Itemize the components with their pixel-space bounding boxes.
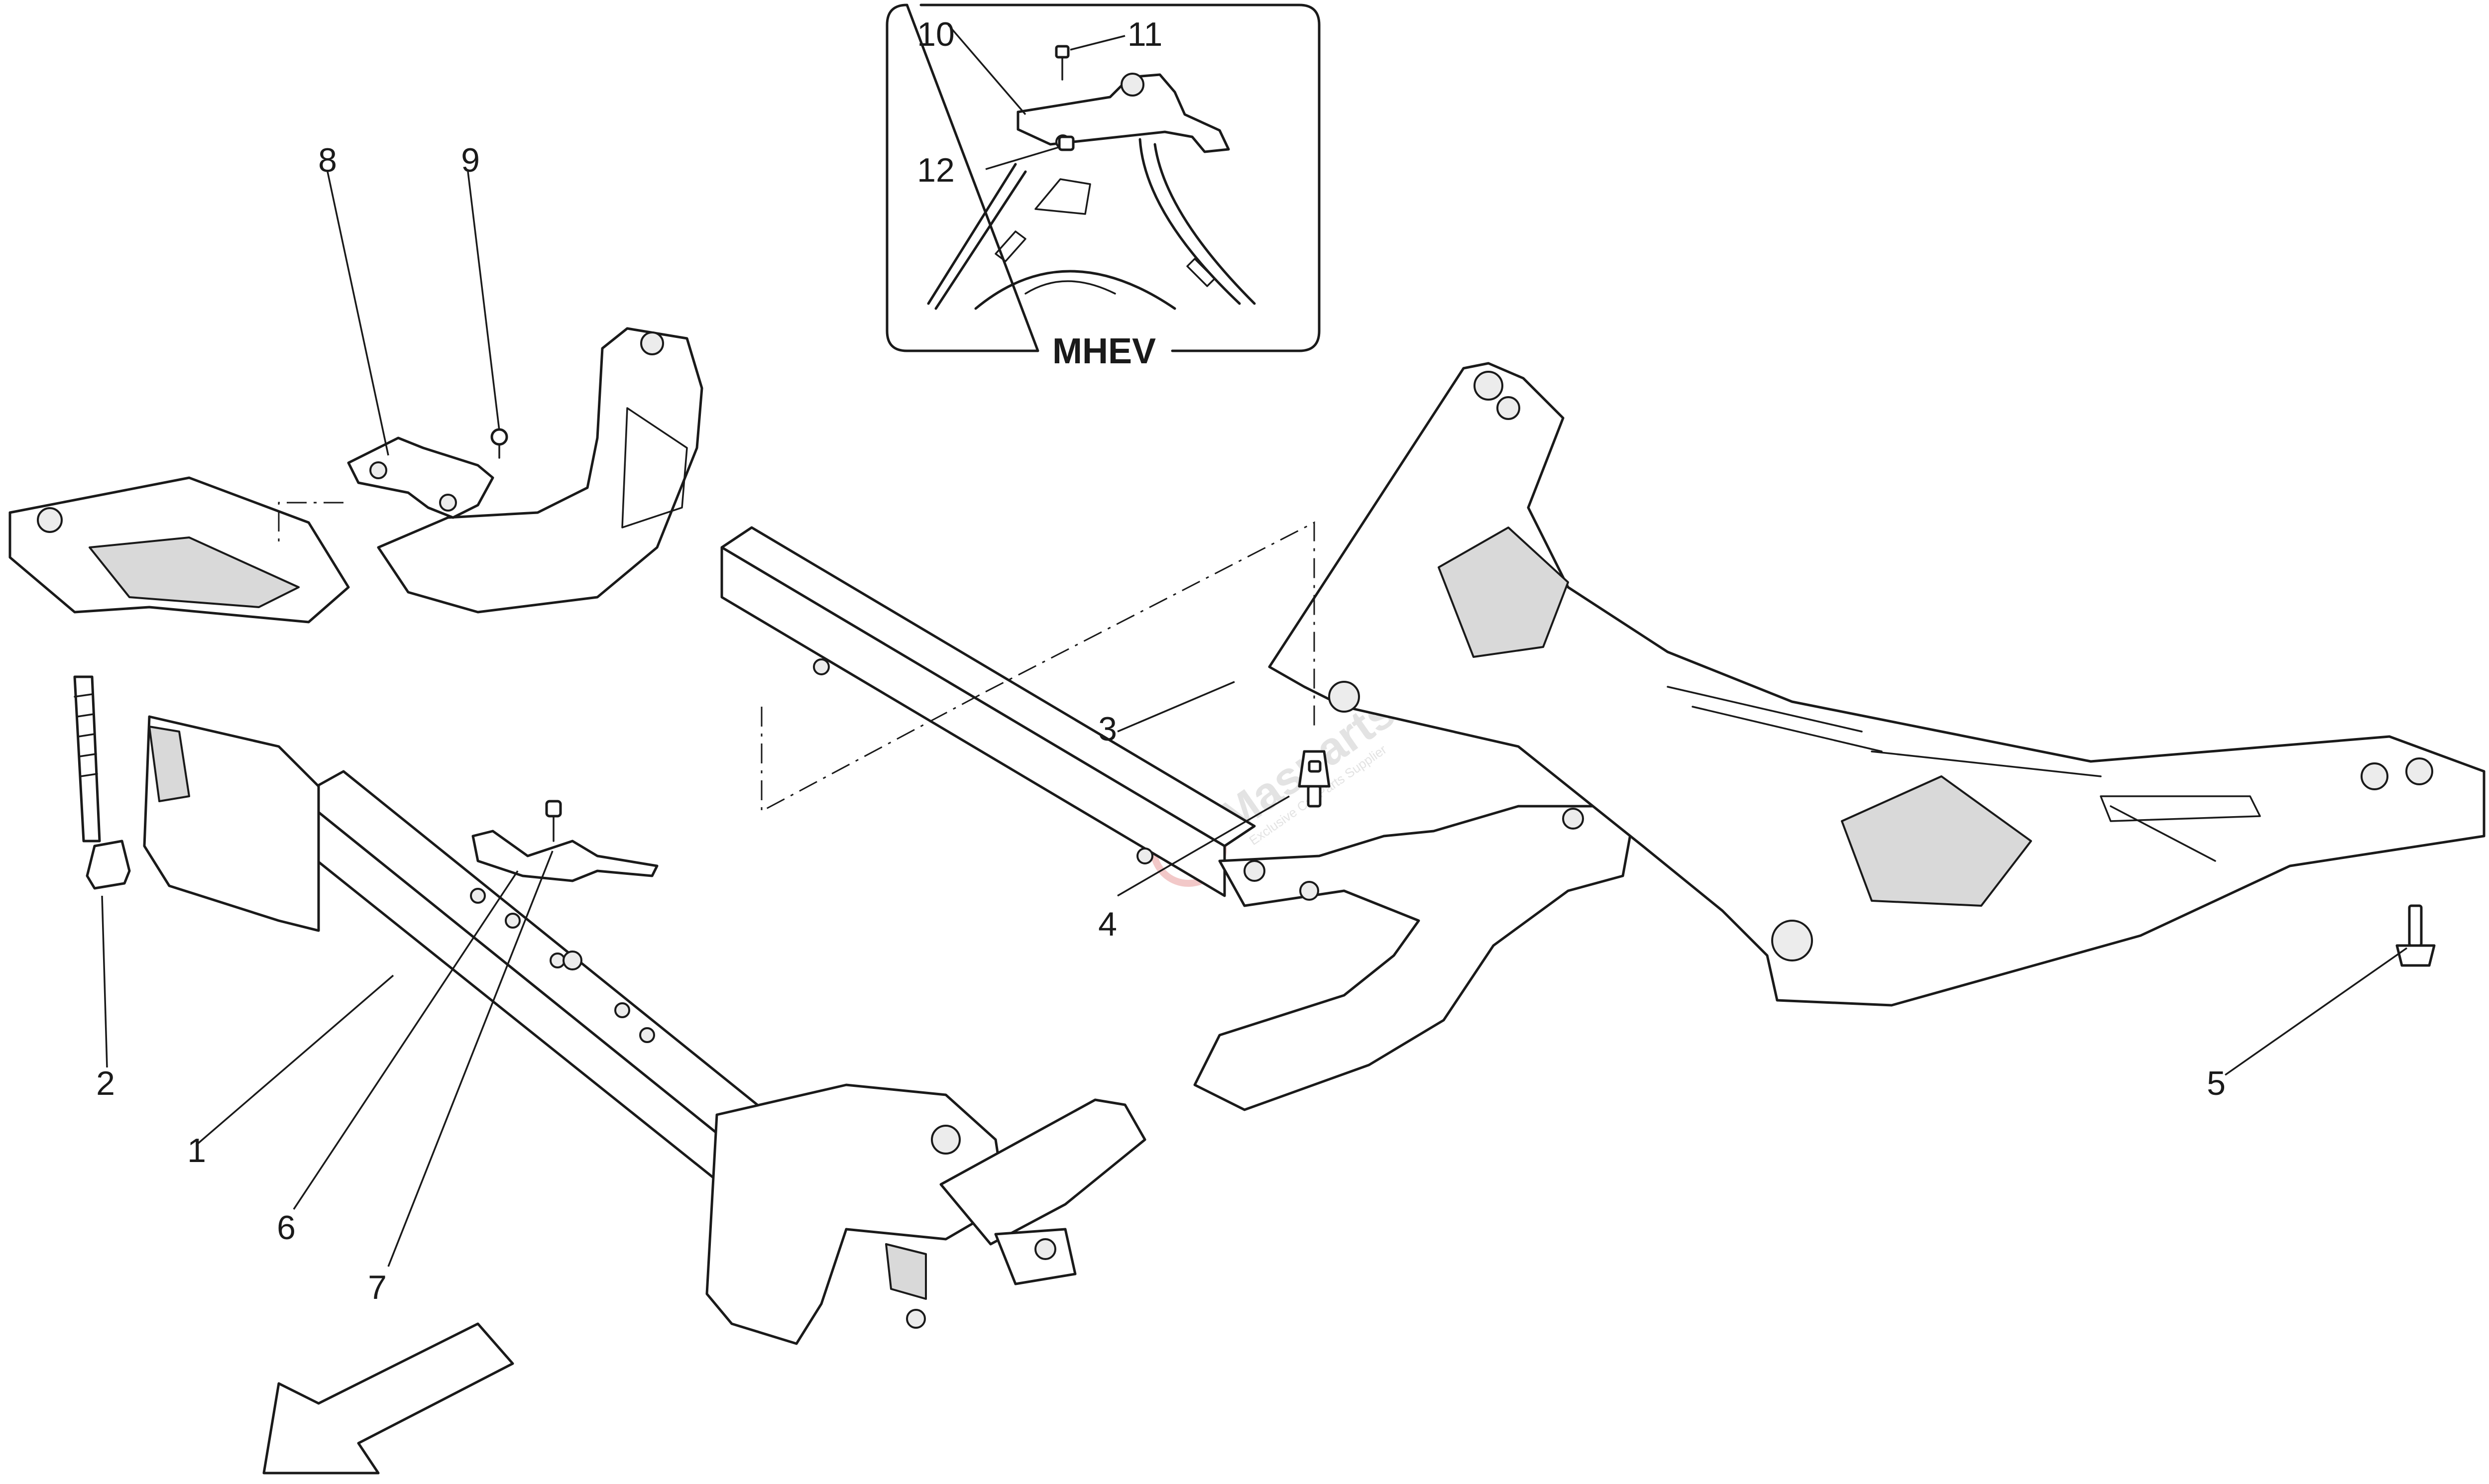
- callout-2: 2: [96, 1064, 115, 1102]
- clip-bracket: [347, 436, 494, 519]
- callout-6: 6: [277, 1209, 296, 1247]
- mhev-nut-icon: [1058, 135, 1075, 151]
- bracket-bolt-icon: [1308, 760, 1322, 773]
- inset-label: MHEV: [1052, 331, 1156, 371]
- long-bolt-icon: [73, 675, 131, 890]
- mhev-crossmember-fragment: [927, 138, 1256, 310]
- mhev-bolt-icon: [1055, 45, 1070, 81]
- front-direction-arrow-icon: [262, 1322, 514, 1475]
- callout-3: 3: [1098, 710, 1117, 748]
- callout-10: 10: [917, 15, 955, 53]
- callout-12: 12: [917, 151, 955, 189]
- reinforcement-plate: [1268, 362, 2486, 1007]
- callout-7: 7: [368, 1269, 387, 1306]
- mhev-bracket: [1017, 73, 1230, 153]
- callout-8: 8: [318, 141, 337, 179]
- callouts: 1 2 3 4 5 6 7 8 9 10 11 12: [96, 15, 2226, 1306]
- callout-1: 1: [187, 1132, 206, 1169]
- callout-9: 9: [461, 141, 480, 179]
- screw-icon: [490, 428, 508, 459]
- front-subframe: [8, 327, 1634, 1345]
- center-bracket: [471, 800, 659, 970]
- alignment-line: [985, 521, 1315, 732]
- callout-4: 4: [1098, 905, 1117, 943]
- alignment-line-2: [761, 691, 986, 813]
- plate-bolt-icon: [2395, 904, 2436, 967]
- callout-5: 5: [2207, 1064, 2226, 1102]
- leader-lines: [101, 24, 2408, 1267]
- alignment-line-3: [278, 502, 343, 547]
- callout-11: 11: [1128, 15, 1163, 53]
- mhev-inset: MHEV: [886, 3, 1321, 371]
